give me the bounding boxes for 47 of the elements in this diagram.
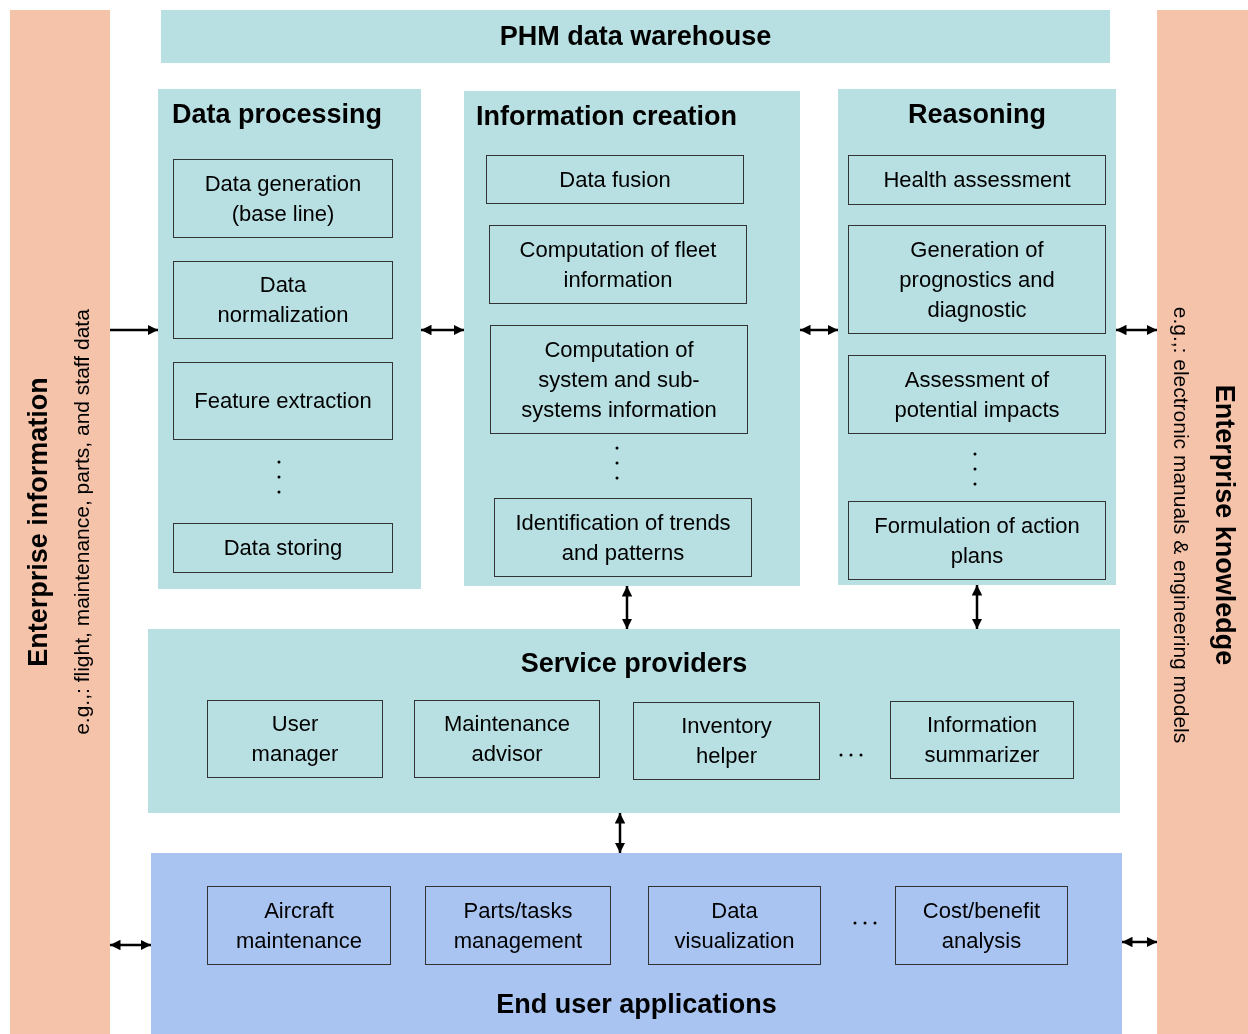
band-note: e.g.,: electronic manuals & engineering models	[1168, 305, 1194, 746]
arrow	[110, 939, 151, 951]
group-panel	[464, 91, 800, 586]
arrow	[800, 324, 838, 336]
title-bar	[161, 10, 1110, 63]
arrow	[614, 813, 626, 853]
arrow	[1116, 324, 1157, 336]
process-box: Computation of fleet information	[489, 225, 747, 304]
process-box: Data normalization	[173, 261, 393, 339]
title: PHM data warehouse	[499, 21, 772, 52]
band-note: e.g.,: flight, maintenance, parts, and staff data	[69, 308, 94, 737]
process-box: Information summarizer	[890, 701, 1074, 779]
group-panel	[151, 853, 1122, 1034]
band-heading: Enterprise information	[22, 376, 54, 669]
process-box: Aircraft maintenance	[207, 886, 391, 965]
process-box: Identification of trends and patterns	[494, 498, 752, 577]
side-band	[10, 10, 110, 1034]
process-box: Cost/benefit analysis	[895, 886, 1068, 965]
process-box: Data visualization	[648, 886, 821, 965]
side-band	[1157, 10, 1248, 1034]
band-heading: Enterprise knowledge	[1208, 383, 1241, 668]
group-heading: End user applications	[495, 989, 778, 1020]
process-box: User manager	[207, 700, 383, 778]
arrow	[110, 324, 158, 336]
process-box: Assessment of potential impacts	[848, 355, 1106, 434]
process-box: Data generation (base line)	[173, 159, 393, 238]
group-heading: Reasoning	[907, 99, 1047, 130]
arrow	[621, 586, 633, 629]
process-box: Computation of system and sub-systems information	[490, 325, 748, 434]
arrow	[1122, 936, 1157, 948]
process-box: Maintenance advisor	[414, 700, 600, 778]
arrow	[971, 585, 983, 629]
group-heading: Data processing	[172, 99, 383, 130]
process-box: Data fusion	[486, 155, 744, 204]
process-box: Formulation of action plans	[848, 501, 1106, 580]
arrow	[421, 324, 464, 336]
group-panel	[148, 629, 1120, 813]
process-box: Generation of prognostics and diagnostic	[848, 225, 1106, 334]
process-box: Feature extraction	[173, 362, 393, 440]
process-box: Health assessment	[848, 155, 1106, 205]
process-box: Inventory helper	[633, 702, 820, 780]
group-heading: Service providers	[519, 648, 749, 679]
group-panel	[838, 89, 1116, 585]
group-heading: Information creation	[476, 101, 738, 132]
process-box: Data storing	[173, 523, 393, 573]
group-panel	[158, 89, 421, 589]
process-box: Parts/tasks management	[425, 886, 611, 965]
